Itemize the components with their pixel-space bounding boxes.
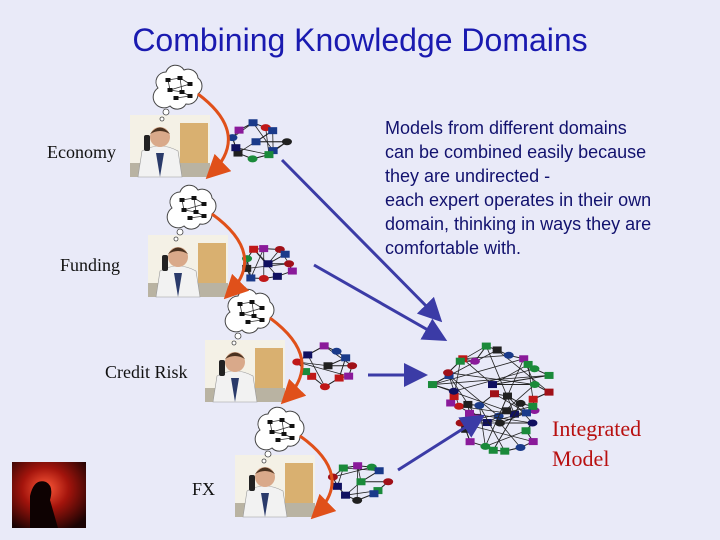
domain-label-credit-risk: Credit Risk	[105, 362, 188, 382]
expert-on-phone-icon	[148, 235, 228, 298]
expert-on-phone-icon	[130, 115, 210, 178]
description-line: comfortable with.	[385, 238, 522, 258]
domain-label-funding: Funding	[60, 255, 121, 275]
expert-on-phone-icon	[205, 340, 285, 403]
orange-arrow	[299, 434, 337, 520]
bayesian-network-icon	[292, 342, 358, 391]
domain-label-fx: FX	[192, 479, 216, 499]
description-line: Models from different domains	[385, 118, 627, 138]
thought-bubble-icon	[224, 288, 275, 346]
bayesian-network-icon	[242, 245, 297, 283]
blue-arrow	[280, 158, 443, 323]
bayesian-network-icon	[427, 342, 554, 427]
description-line: can be combined easily because	[385, 142, 647, 162]
thought-bubble-icon	[152, 64, 203, 122]
description-line: each expert operates in their own	[385, 190, 652, 210]
domain-label-economy: Economy	[47, 142, 116, 162]
integrated-label-line: Model	[552, 446, 610, 471]
nebula-image	[12, 462, 86, 528]
blue-arrow	[397, 414, 486, 472]
description-text: Models from different domains can be com…	[385, 116, 690, 260]
bayesian-network-icon	[455, 390, 538, 455]
orange-arrow	[211, 212, 250, 300]
description-line: they are undirected -	[385, 166, 551, 186]
orange-arrow	[269, 316, 307, 405]
blue-arrow	[313, 263, 448, 341]
description-line: domain, thinking in ways they are	[385, 214, 652, 234]
bayesian-network-icon	[327, 462, 394, 504]
integrated-label-line: Integrated	[552, 416, 642, 441]
slide-title: Combining Knowledge Domains	[132, 22, 588, 58]
thought-bubble-icon	[166, 184, 217, 242]
orange-arrow	[197, 92, 232, 180]
integrated-model-label: Integrated Model	[552, 414, 641, 474]
thought-bubble-icon	[254, 406, 305, 464]
bayesian-network-icon	[227, 119, 292, 163]
expert-on-phone-icon	[235, 455, 315, 518]
